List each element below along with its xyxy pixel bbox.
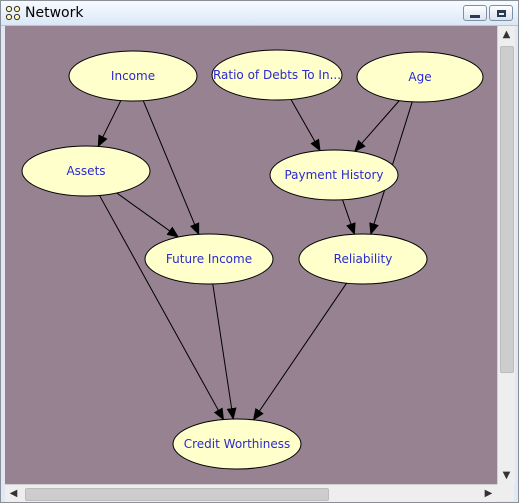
- node-ellipse[interactable]: [298, 233, 428, 285]
- node-label: Future Income: [166, 252, 252, 266]
- maximize-icon: [496, 9, 506, 17]
- minimize-button[interactable]: [463, 5, 487, 21]
- horizontal-scrollbar[interactable]: ◀ ▶: [5, 484, 497, 502]
- node-income[interactable]: Income: [68, 50, 198, 102]
- node-label: Assets: [66, 164, 105, 178]
- scroll-right-icon[interactable]: ▶: [484, 488, 493, 499]
- scroll-left-icon[interactable]: ◀: [9, 488, 18, 499]
- node-ellipse[interactable]: [144, 233, 274, 285]
- edge-income-to-assets[interactable]: [97, 100, 122, 148]
- node-credit[interactable]: Credit Worthiness: [172, 418, 302, 470]
- node-label: Credit Worthiness: [184, 437, 290, 451]
- edge-assets-to-future[interactable]: [116, 192, 180, 238]
- edge-future-to-credit[interactable]: [212, 283, 237, 421]
- edge-reliability-to-credit[interactable]: [252, 282, 347, 421]
- node-label: Reliability: [334, 252, 393, 266]
- scroll-up-icon[interactable]: ▲: [502, 29, 511, 40]
- vertical-scrollbar[interactable]: ▲ ▼: [497, 26, 515, 484]
- node-ellipse[interactable]: [211, 49, 343, 101]
- title-bar[interactable]: Network: [1, 1, 518, 26]
- scroll-down-icon[interactable]: ▼: [502, 470, 511, 481]
- node-ellipse[interactable]: [172, 418, 302, 470]
- minimize-icon: [470, 14, 480, 18]
- node-payment[interactable]: Payment History: [269, 149, 399, 201]
- scrollbar-corner: [497, 484, 514, 501]
- node-label: Income: [111, 69, 155, 83]
- node-label: Age: [408, 70, 431, 84]
- node-ellipse[interactable]: [356, 51, 484, 103]
- edge-income-to-future[interactable]: [142, 100, 200, 236]
- edge-age-to-payment[interactable]: [354, 100, 400, 153]
- node-label: Ratio of Debts To In...: [213, 68, 341, 82]
- node-assets[interactable]: Assets: [21, 145, 151, 197]
- node-ratio[interactable]: Ratio of Debts To In...: [211, 49, 343, 101]
- node-ellipse[interactable]: [269, 149, 399, 201]
- node-age[interactable]: Age: [356, 51, 484, 103]
- network-icon: [5, 5, 21, 21]
- node-future[interactable]: Future Income: [144, 233, 274, 285]
- window-title: Network: [25, 5, 84, 21]
- edge-payment-to-reliability[interactable]: [342, 199, 356, 236]
- maximize-button[interactable]: [489, 5, 513, 21]
- node-label: Payment History: [284, 168, 383, 182]
- horizontal-scroll-thumb[interactable]: [25, 488, 329, 501]
- node-ellipse[interactable]: [68, 50, 198, 102]
- node-ellipse[interactable]: [21, 145, 151, 197]
- node-reliability[interactable]: Reliability: [298, 233, 428, 285]
- edge-ratio-to-payment[interactable]: [290, 99, 321, 152]
- vertical-scroll-thumb[interactable]: [500, 46, 514, 373]
- edge-assets-to-credit[interactable]: [99, 195, 224, 421]
